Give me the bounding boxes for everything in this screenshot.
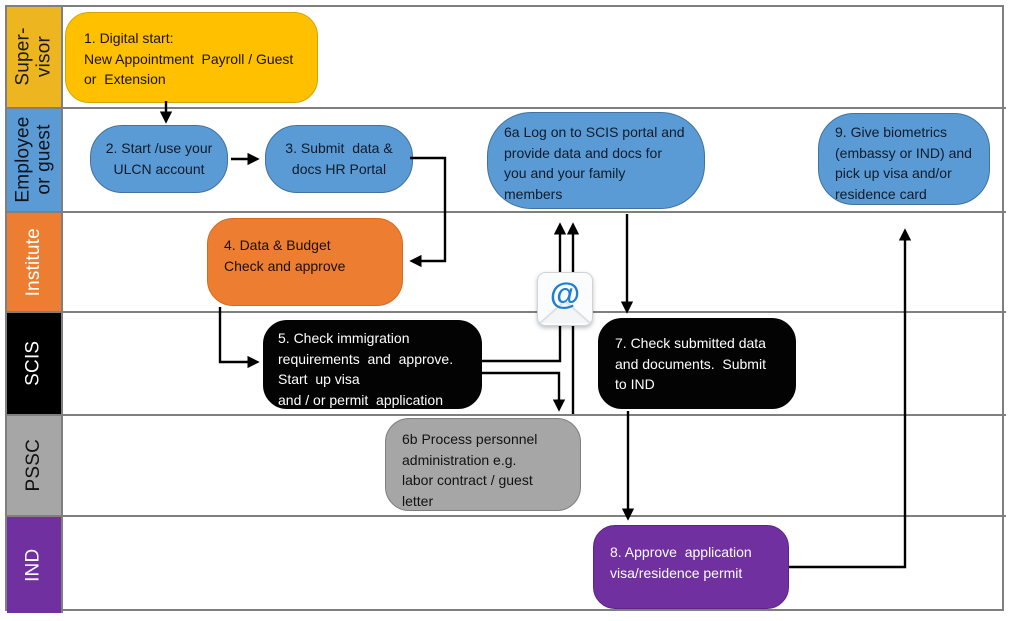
- step-text: 5. Check immigration requirements and ap…: [278, 330, 454, 409]
- at-glyph: @: [550, 276, 580, 311]
- lane-label-text: PSSC: [22, 439, 44, 492]
- step-1-digital-start-box: 1. Digital start: New Appointment Payrol…: [65, 12, 318, 103]
- lane-label-ind: IND: [7, 517, 61, 613]
- step-text: 2. Start /use your ULCN account: [105, 140, 213, 177]
- lane-label-text: Super- visor: [12, 27, 55, 87]
- diagram-border: [5, 5, 1004, 611]
- step-text: 3. Submit data & docs HR Portal: [285, 140, 393, 177]
- lane-divider: [5, 211, 1006, 213]
- step-5-check-immigration-box: 5. Check immigration requirements and ap…: [263, 320, 482, 409]
- lane-label-text: SCIS: [22, 340, 44, 387]
- lane-label-supervisor: Super- visor: [7, 7, 61, 107]
- step-9-biometrics-box: 9. Give biometrics (embassy or IND) and …: [818, 113, 990, 205]
- email-at-icon: @: [536, 271, 594, 327]
- step-text: 4. Data & Budget Check and approve: [224, 237, 346, 274]
- step-8-approve-application-box: 8. Approve application visa/residence pe…: [593, 525, 789, 609]
- step-text: 6b Process personnel administration e.g.…: [402, 431, 538, 510]
- step-text: 7. Check submitted data and documents. S…: [615, 335, 766, 393]
- lane-label-institute: Institute: [7, 213, 61, 311]
- lane-label-pssc: PSSC: [7, 416, 61, 515]
- step-text: 6a Log on to SCIS portal and provide dat…: [504, 124, 685, 203]
- envelope-icon: @: [537, 272, 593, 326]
- lane-divider: [5, 107, 1006, 109]
- step-7-check-submitted-box: 7. Check submitted data and documents. S…: [598, 318, 796, 409]
- lane-label-text: Institute: [22, 227, 44, 297]
- lane-divider: [5, 311, 1006, 313]
- step-2-ulcn-account-box: 2. Start /use your ULCN account: [90, 125, 228, 193]
- lane-label-divider: [61, 5, 63, 613]
- lane-label-employee-or-guest: Employee or guest: [7, 109, 61, 211]
- lane-label-scis: SCIS: [7, 313, 61, 414]
- lane-label-text: Employee or guest: [12, 116, 54, 204]
- step-text: 8. Approve application visa/residence pe…: [610, 544, 752, 581]
- step-6b-process-personnel-box: 6b Process personnel administration e.g.…: [385, 418, 581, 511]
- step-text: 1. Digital start: New Appointment Payrol…: [84, 30, 294, 88]
- step-6a-scis-portal-box: 6a Log on to SCIS portal and provide dat…: [487, 112, 705, 209]
- step-text: 9. Give biometrics (embassy or IND) and …: [835, 124, 972, 203]
- lane-divider: [5, 414, 1006, 416]
- step-3-submit-hr-portal-box: 3. Submit data & docs HR Portal: [265, 125, 413, 193]
- step-4-data-budget-box: 4. Data & Budget Check and approve: [207, 218, 403, 306]
- lane-divider: [5, 515, 1006, 517]
- lane-label-text: IND: [22, 548, 44, 582]
